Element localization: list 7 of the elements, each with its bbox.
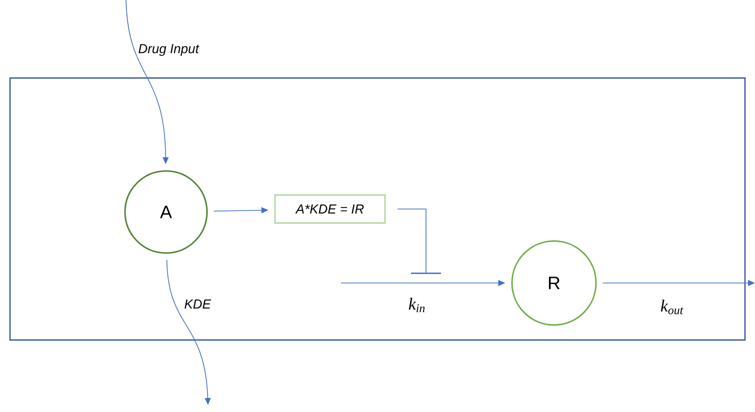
edge-label: k$_{in}$ bbox=[407, 296, 427, 314]
system-box bbox=[9, 77, 746, 341]
edge-label: Drug Input bbox=[137, 43, 200, 57]
arrow bbox=[397, 208, 441, 274]
edge-label: k$_{out}$ bbox=[659, 298, 685, 316]
edge-label: KDE bbox=[183, 298, 212, 310]
equation-box: A*KDE = IR bbox=[274, 194, 386, 224]
